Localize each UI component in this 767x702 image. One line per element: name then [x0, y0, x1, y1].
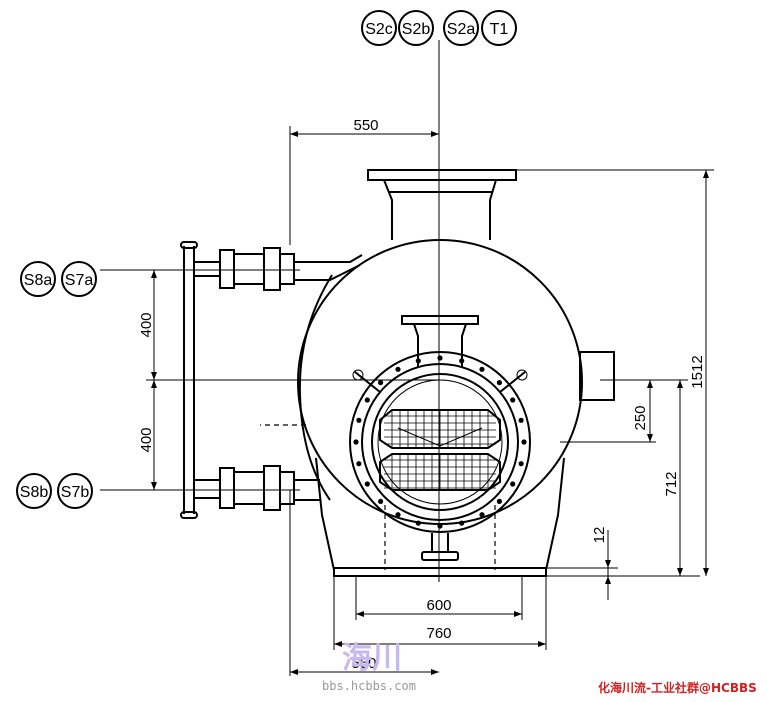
- top-tag-group: S2c S2b S2a T1: [361, 10, 517, 46]
- dimension-label: 12: [591, 527, 608, 544]
- tag-label: S7b: [61, 484, 90, 501]
- flange-bolt: [479, 512, 485, 518]
- flange-bolt: [395, 512, 401, 518]
- tag-label: T1: [490, 21, 509, 38]
- flange-bolt: [510, 481, 516, 487]
- dimension-label: 400: [138, 312, 155, 337]
- dimension-label: 250: [632, 405, 649, 430]
- tag-label: S2b: [402, 21, 431, 38]
- flange-bolt: [459, 520, 465, 526]
- flange-bolt: [496, 498, 502, 504]
- flange-bolt: [364, 481, 370, 487]
- flange-bolt: [356, 461, 362, 467]
- dimension-right: 1512 250 712 12: [516, 169, 714, 600]
- flange-bolt: [521, 439, 527, 445]
- bottom-drain-nozzle: [421, 533, 459, 561]
- dimension-label: 550: [353, 117, 378, 134]
- left-piping: [180, 241, 363, 519]
- tag-label: S2c: [365, 21, 393, 38]
- flange-bolt: [496, 380, 502, 386]
- dimension-label: 760: [426, 625, 451, 642]
- flange-bolt: [356, 417, 362, 423]
- inner-funnel-line: [397, 427, 483, 447]
- flange-bolt: [415, 520, 421, 526]
- tag-bubble: [481, 10, 517, 46]
- left-lower-tags: S8b S7b: [16, 473, 300, 509]
- tube-bundle-lower: [379, 453, 501, 491]
- tag-label: S8b: [20, 484, 49, 501]
- support-saddle: [260, 424, 565, 577]
- flange-bolt: [479, 366, 485, 372]
- dimension-label: 712: [663, 471, 680, 496]
- top-nozzle: [367, 169, 517, 240]
- left-upper-tags: S8a S7a: [20, 261, 300, 297]
- flange-bolt: [353, 439, 359, 445]
- watermark-credit: 化海川流-工业社群@HCBBS: [598, 680, 757, 695]
- inner-top-nozzle: [401, 315, 479, 368]
- flange-bolt: [518, 417, 524, 423]
- watermark: 海川 bbs.hcbbs.com 化海川流-工业社群@HCBBS: [322, 641, 757, 695]
- dimension-bottom: 600 760 550: [289, 490, 547, 676]
- tag-bubble: [361, 10, 397, 46]
- dimension-label: 600: [426, 597, 451, 614]
- watermark-site: bbs.hcbbs.com: [322, 679, 416, 693]
- dimension-left-400-400: 400 400: [138, 270, 440, 490]
- dimension-label: 400: [138, 427, 155, 452]
- flange-bolt: [378, 380, 384, 386]
- flange-bolt: [518, 461, 524, 467]
- tag-label: S2a: [447, 21, 476, 38]
- dimension-label: 1512: [689, 355, 706, 388]
- flange-bolt: [364, 397, 370, 403]
- manway-flange: [349, 351, 531, 533]
- flange-bolt: [395, 366, 401, 372]
- tag-bubble: [398, 10, 434, 46]
- tag-label: S8a: [24, 272, 53, 289]
- tag-bubble: [443, 10, 479, 46]
- flange-bolt: [510, 397, 516, 403]
- tube-bundle-upper: [379, 409, 501, 449]
- dimension-top-550: 550: [289, 117, 439, 245]
- dimension-label: 550: [351, 655, 376, 672]
- flange-bolt: [378, 498, 384, 504]
- tag-label: S7a: [65, 272, 94, 289]
- flange-bolt: [437, 523, 443, 529]
- watermark-logo-text: 海川: [342, 641, 402, 676]
- flange-bolt: [437, 355, 443, 361]
